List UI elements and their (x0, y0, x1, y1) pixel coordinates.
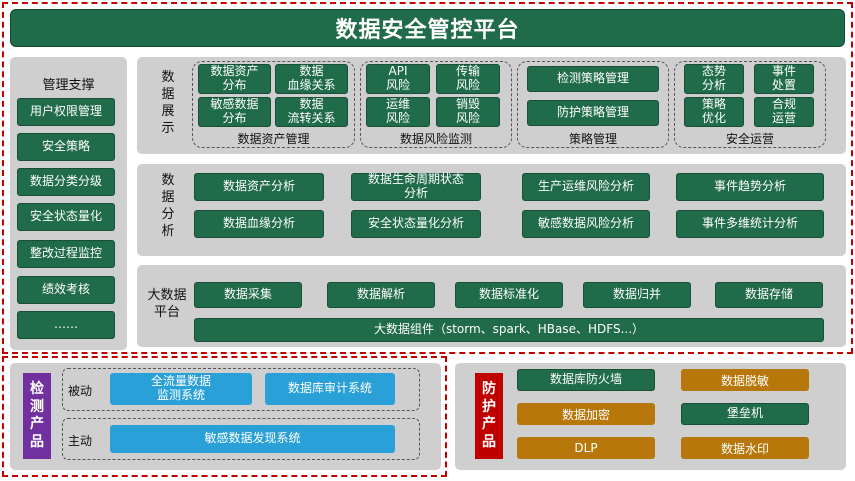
passive-group (62, 368, 420, 411)
transfer-risk[interactable]: 传输 风险 (436, 64, 500, 94)
asset-distribution[interactable]: 数据资产 分布 (198, 64, 271, 94)
database-firewall[interactable]: 数据库防火墙 (517, 369, 655, 391)
sensitive-risk-analysis[interactable]: 敏感数据风险分析 (522, 210, 650, 238)
group-risk-monitor-label: 数据风险监测 (399, 132, 472, 146)
group-policy-management-label: 策略管理 (568, 132, 617, 146)
api-risk[interactable]: API 风险 (366, 64, 430, 94)
incident-handling[interactable]: 事件 处置 (754, 64, 814, 94)
data-storage[interactable]: 数据存储 (715, 282, 823, 308)
management-item-performance[interactable]: 绩效考核 (17, 276, 115, 304)
event-multidim-analysis[interactable]: 事件多维统计分析 (676, 210, 824, 238)
bigdata-components[interactable]: 大数据组件（storm、spark、HBase、HDFS...） (194, 318, 824, 342)
lifecycle-analysis[interactable]: 数据生命周期状态 分析 (351, 172, 481, 201)
lineage-analysis[interactable]: 数据血缘分析 (194, 210, 324, 238)
full-traffic-monitor-system[interactable]: 全流量数据 监测系统 (110, 373, 252, 405)
asset-analysis[interactable]: 数据资产分析 (194, 173, 324, 201)
group-security-operation (674, 61, 826, 148)
display-label: 数 据 展 示 (161, 70, 175, 136)
data-collection[interactable]: 数据采集 (194, 282, 302, 308)
data-flow[interactable]: 数据 流转关系 (275, 97, 348, 127)
data-merge[interactable]: 数据归并 (583, 282, 691, 308)
management-item-security-policy[interactable]: 安全策略 (17, 133, 115, 161)
compliance-operation[interactable]: 合规 运营 (754, 97, 814, 127)
data-standardization[interactable]: 数据标准化 (455, 282, 563, 308)
active-label: 主动 (68, 434, 93, 448)
data-encryption[interactable]: 数据加密 (517, 403, 655, 425)
data-watermark[interactable]: 数据水印 (681, 437, 809, 459)
page-title: 数据安全管控平台 (10, 9, 845, 47)
event-trend-analysis[interactable]: 事件趋势分析 (676, 173, 824, 201)
management-heading: 管理支撑 (42, 78, 95, 93)
policy-optimization[interactable]: 策略 优化 (684, 97, 744, 127)
management-item-data-classification[interactable]: 数据分类分级 (17, 168, 115, 196)
group-policy-management (517, 61, 669, 148)
detect-policy-management[interactable]: 检测策略管理 (527, 66, 659, 92)
dlp[interactable]: DLP (517, 437, 655, 459)
security-quantification-analysis[interactable]: 安全状态量化分析 (351, 210, 481, 238)
protect-policy-management[interactable]: 防护策略管理 (527, 100, 659, 126)
detection-frame (2, 356, 447, 477)
group-asset-management (192, 61, 355, 148)
destroy-risk[interactable]: 销毁 风险 (436, 97, 500, 127)
data-parsing[interactable]: 数据解析 (327, 282, 435, 308)
protection-badge: 防 护 产 品 (475, 373, 503, 459)
active-group (62, 418, 420, 460)
group-asset-management-label: 数据资产管理 (237, 132, 310, 146)
management-item-security-quantification[interactable]: 安全状态量化 (17, 203, 115, 231)
management-item-user-permission[interactable]: 用户权限管理 (17, 98, 115, 126)
bigdata-label: 大数据 平台 (147, 288, 187, 320)
ops-risk[interactable]: 运维 风险 (366, 97, 430, 127)
ops-risk-analysis[interactable]: 生产运维风险分析 (522, 173, 650, 201)
group-risk-monitor (360, 61, 512, 148)
analysis-label: 数 据 分 析 (161, 173, 175, 239)
passive-label: 被动 (68, 384, 93, 398)
group-security-operation-label: 安全运营 (725, 132, 774, 146)
sensitive-discovery-system[interactable]: 敏感数据发现系统 (110, 425, 395, 453)
platform-frame (2, 2, 853, 354)
sensitive-distribution[interactable]: 敏感数据 分布 (198, 97, 271, 127)
bastion-host[interactable]: 堡垒机 (681, 403, 809, 425)
data-lineage[interactable]: 数据 血缘关系 (275, 64, 348, 94)
situation-analysis[interactable]: 态势 分析 (684, 64, 744, 94)
data-masking[interactable]: 数据脱敏 (681, 369, 809, 391)
management-item-more[interactable]: …… (17, 311, 115, 339)
management-item-rectification-monitor[interactable]: 整改过程监控 (17, 240, 115, 268)
detection-badge: 检 测 产 品 (23, 373, 51, 459)
database-audit-system[interactable]: 数据库审计系统 (265, 373, 395, 405)
